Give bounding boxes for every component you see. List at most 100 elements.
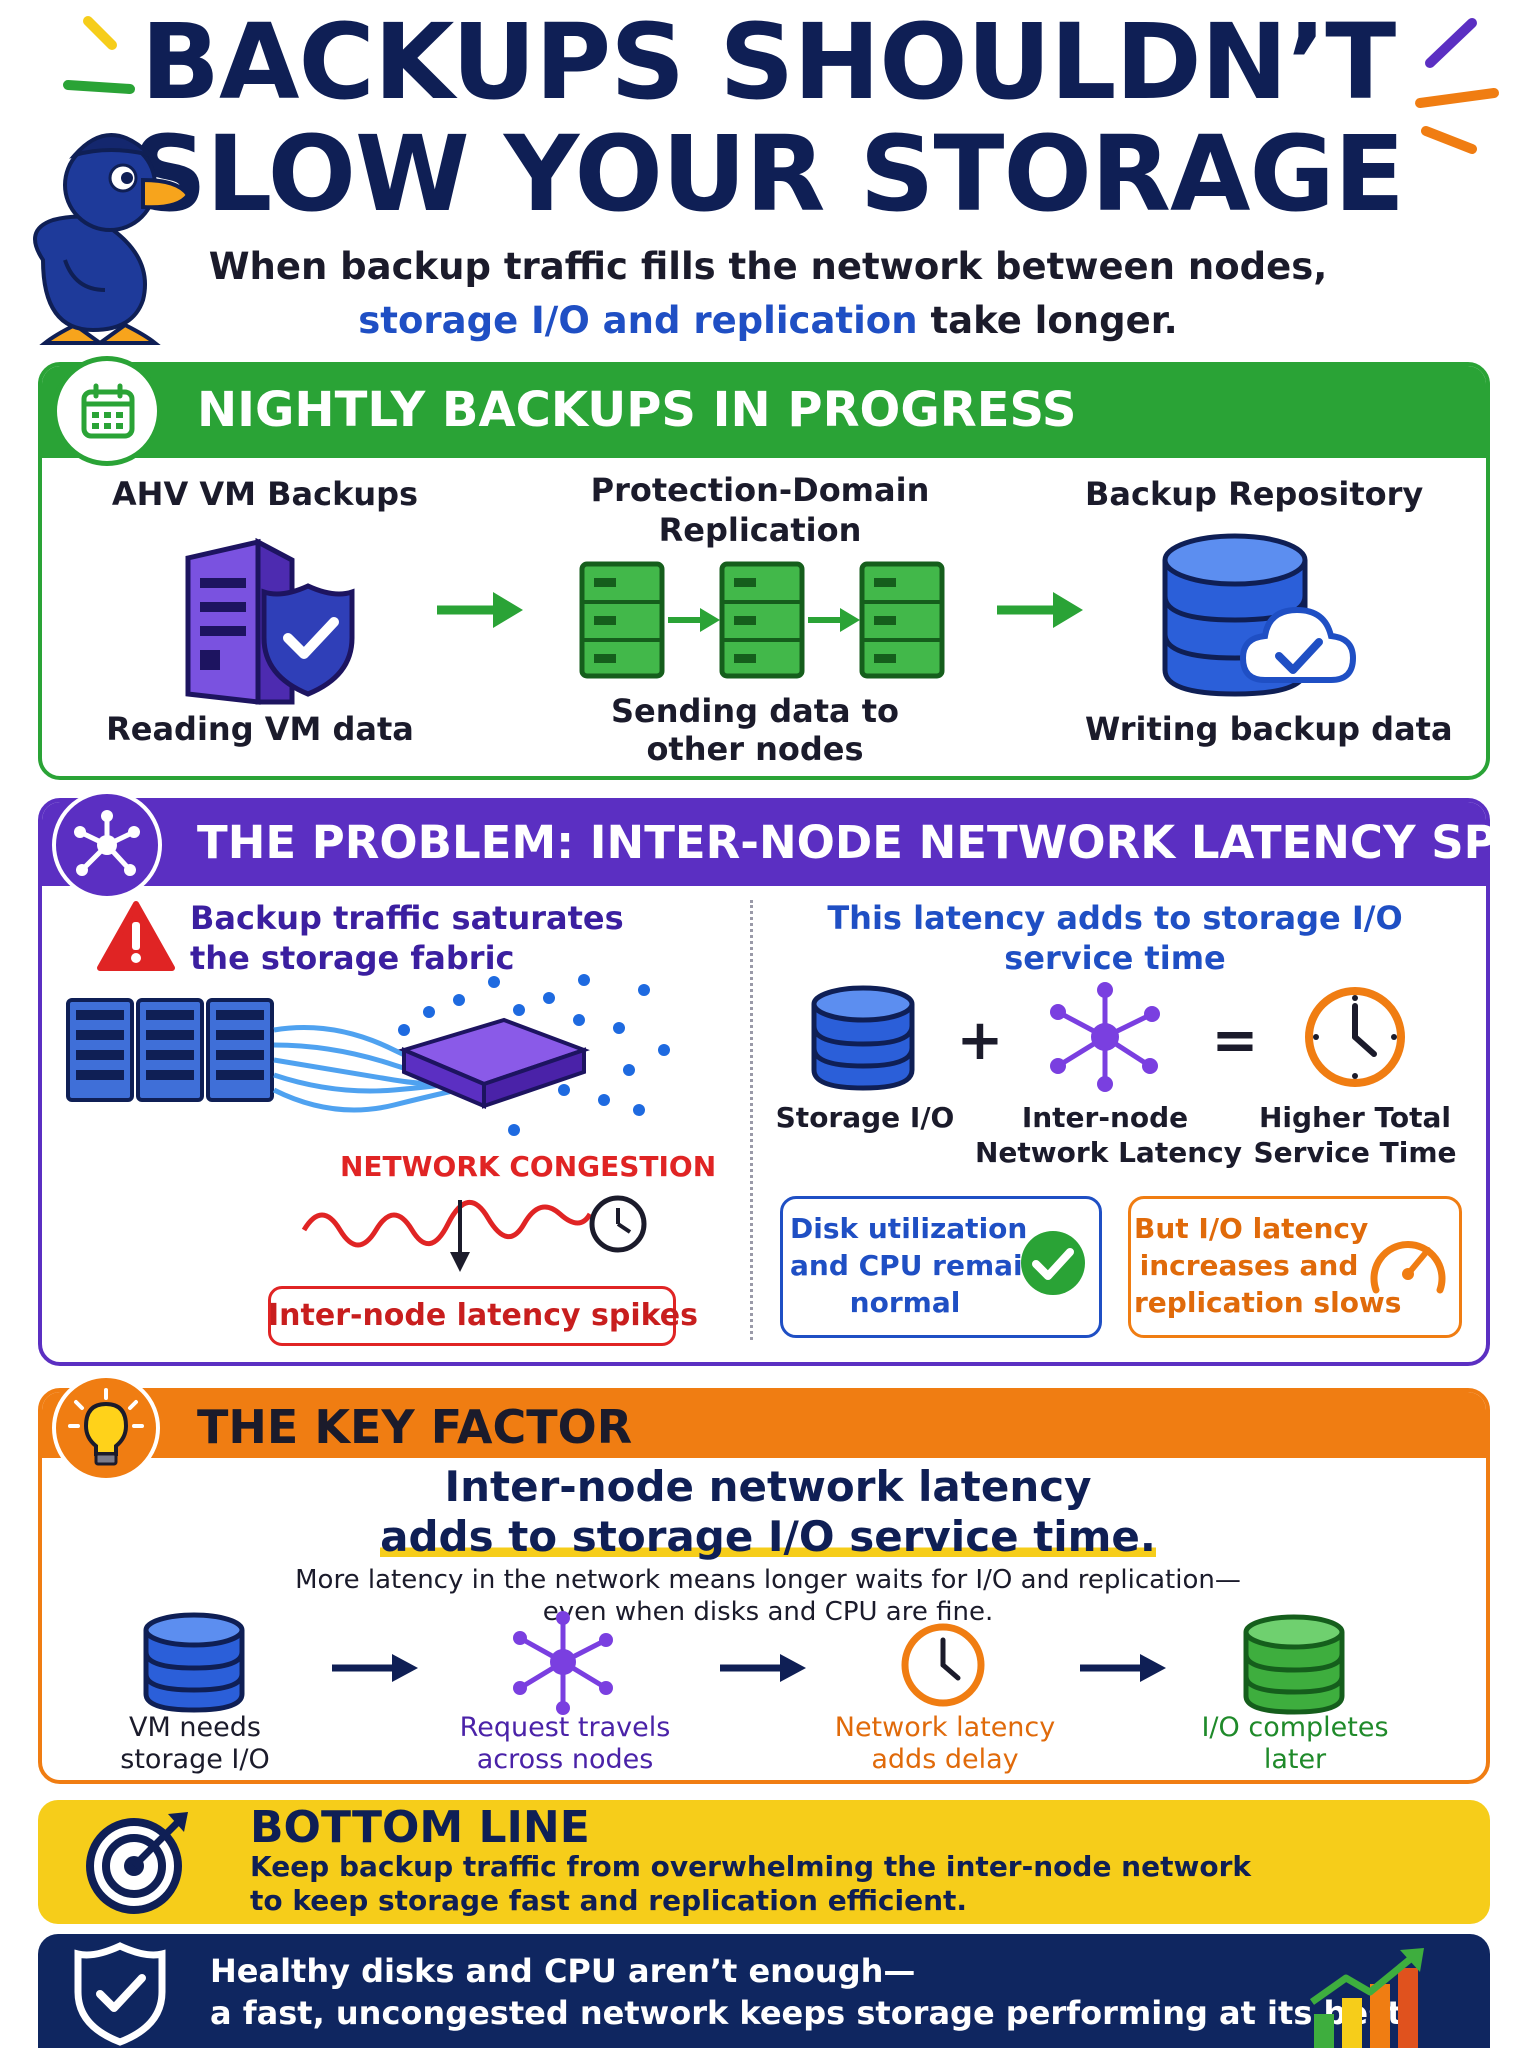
speedometer-icon xyxy=(1370,1241,1446,1294)
flow-latency-line-2: adds delay xyxy=(871,1744,1019,1775)
footer-line-2: a fast, uncongested network keeps storag… xyxy=(210,1994,1415,2032)
shield-check-icon xyxy=(74,1942,166,2046)
subtitle: When backup traffic fills the network be… xyxy=(0,240,1536,348)
warning-text: Backup traffic saturates the storage fab… xyxy=(190,898,624,978)
step-ahv-title: AHV VM Backups xyxy=(111,475,419,513)
step-replication-caption: Sending data to other nodes xyxy=(570,692,940,768)
subtitle-rest: take longer. xyxy=(917,299,1178,342)
nightly-header: NIGHTLY BACKUPS IN PROGRESS xyxy=(42,366,1486,458)
flow-arrow-icon xyxy=(332,1654,418,1682)
eq-total-line-1: Higher Total xyxy=(1258,1101,1452,1134)
vm-database-icon xyxy=(143,1612,245,1713)
flow-arrow-icon xyxy=(1080,1654,1166,1682)
replication-caption-line-2: other nodes xyxy=(646,730,864,768)
subtitle-line-2: storage I/O and replication take longer. xyxy=(0,294,1536,348)
network-congestion-illustration xyxy=(66,974,670,1136)
flow-step-complete: I/O completes later xyxy=(1175,1712,1415,1776)
completed-database-icon xyxy=(1243,1614,1345,1715)
disk-cpu-normal-text: Disk utilization and CPU remain normal xyxy=(790,1210,1043,1321)
bottom-line-2: to keep storage fast and replication eff… xyxy=(250,1884,968,1917)
latency-heading: This latency adds to storage I/O service… xyxy=(790,898,1440,978)
flow-vm-line-2: storage I/O xyxy=(120,1744,270,1775)
title-line-2: SLOW YOUR STORAGE xyxy=(132,113,1405,235)
flow-step-vm: VM needs storage I/O xyxy=(90,1712,300,1776)
footer-banner xyxy=(38,1934,1490,2048)
key-desc-line-1: More latency in the network means longer… xyxy=(295,1565,1241,1595)
eq-total-line-2: Service Time xyxy=(1253,1136,1457,1169)
nightly-title: NIGHTLY BACKUPS IN PROGRESS xyxy=(197,382,1077,438)
warning-line-2: the storage fabric xyxy=(190,939,515,977)
warning-icon xyxy=(97,901,175,971)
eq-network-line-1: Inter-node xyxy=(1021,1101,1189,1134)
plus-sign: + xyxy=(956,1008,1004,1073)
bad-line-1: But I/O latency xyxy=(1134,1212,1369,1245)
footer-line-1: Healthy disks and CPU aren’t enough— xyxy=(210,1952,916,1990)
key-factor-section: THE KEY FACTOR xyxy=(38,1388,1490,1784)
network-node-icon xyxy=(1050,982,1160,1092)
flow-step-request: Request travels across nodes xyxy=(440,1712,690,1776)
equals-sign: = xyxy=(1211,1008,1259,1073)
key-headline-line-2-wrap: adds to storage I/O service time. xyxy=(0,1512,1536,1562)
flow-complete-line-1: I/O completes xyxy=(1201,1712,1389,1743)
calendar-icon-badge xyxy=(52,356,162,466)
bottom-line-title: BOTTOM LINE xyxy=(250,1802,590,1853)
bottom-line-section xyxy=(38,1800,1490,1924)
server-cluster-icon xyxy=(578,560,948,680)
step-replication-title: Protection-Domain Replication xyxy=(560,470,960,550)
step-repository-title: Backup Repository xyxy=(1085,475,1424,513)
flow-step-latency: Network latency adds delay xyxy=(815,1712,1075,1776)
left-sparkle-icon xyxy=(63,16,135,94)
flow-complete-line-2: later xyxy=(1263,1744,1327,1775)
replication-title-line-1: Protection-Domain xyxy=(590,471,930,509)
eq-network-line-2: Network Latency xyxy=(975,1136,1242,1169)
duck-mascot-icon xyxy=(33,133,191,345)
network-hub-icon-badge xyxy=(52,790,162,900)
arrow-icon xyxy=(437,592,523,628)
key-factor-header: THE KEY FACTOR xyxy=(42,1392,1486,1458)
io-latency-card xyxy=(1128,1196,1462,1338)
right-sparkle-icon xyxy=(1415,18,1499,154)
database-icon xyxy=(811,985,915,1091)
database-cloud-icon xyxy=(1162,533,1357,697)
step-ahv-caption: Reading VM data xyxy=(106,710,414,748)
section-divider xyxy=(750,900,753,1340)
network-hub-icon xyxy=(74,810,140,876)
good-line-2: and CPU remain xyxy=(790,1249,1043,1282)
problem-header: THE PROBLEM: INTER-NODE NETWORK LATENCY … xyxy=(42,802,1536,886)
latency-heading-line-2: service time xyxy=(1004,939,1226,977)
problem-section: THE PROBLEM: INTER-NODE NETWORK LATENCY … xyxy=(38,798,1536,1366)
step-repository-caption: Writing backup data xyxy=(1085,710,1453,748)
bad-line-3: replication slows xyxy=(1134,1286,1402,1319)
replication-title-line-2: Replication xyxy=(658,511,862,549)
bottom-line-1: Keep backup traffic from overwhelming th… xyxy=(250,1850,1252,1883)
flow-latency-line-1: Network latency xyxy=(834,1712,1056,1743)
key-description: More latency in the network means longer… xyxy=(0,1564,1536,1628)
check-circle-icon xyxy=(1021,1231,1085,1295)
key-factor-title: THE KEY FACTOR xyxy=(197,1400,633,1454)
page-title: BACKUPS SHOULDN’T SLOW YOUR STORAGE xyxy=(0,6,1536,230)
clock-icon xyxy=(1305,987,1405,1087)
subtitle-line-1: When backup traffic fills the network be… xyxy=(208,245,1328,288)
latency-spike-badge xyxy=(268,1286,676,1346)
growth-chart-icon xyxy=(1309,1948,1424,2048)
request-network-icon xyxy=(513,1611,613,1715)
key-desc-line-2: even when disks and CPU are fine. xyxy=(542,1597,994,1627)
io-latency-text: But I/O latency increases and replicatio… xyxy=(1134,1210,1402,1321)
key-headline-line-1: Inter-node network latency xyxy=(444,1462,1092,1511)
subtitle-highlight: storage I/O and replication xyxy=(358,299,918,342)
flow-request-line-1: Request travels xyxy=(459,1712,671,1743)
problem-title: THE PROBLEM: INTER-NODE NETWORK LATENCY … xyxy=(197,816,1536,869)
eq-label-network: Inter-node Network Latency xyxy=(975,1100,1242,1170)
eq-label-storage: Storage I/O xyxy=(770,1100,960,1135)
bottom-line-text: Keep backup traffic from overwhelming th… xyxy=(250,1850,1251,1918)
title-line-1: BACKUPS SHOULDN’T xyxy=(140,1,1397,123)
calendar-icon xyxy=(81,383,135,439)
congestion-label: NETWORK CONGESTION xyxy=(340,1150,717,1183)
flow-arrow-icon xyxy=(720,1654,806,1682)
good-line-3: normal xyxy=(849,1286,961,1319)
bad-line-2: increases and xyxy=(1139,1249,1359,1282)
good-line-1: Disk utilization xyxy=(790,1212,1028,1245)
footer-text: Healthy disks and CPU aren’t enough— a f… xyxy=(210,1950,1415,2034)
server-shield-icon xyxy=(185,537,355,705)
latency-spike-label: Inter-node latency spikes xyxy=(268,1298,699,1333)
